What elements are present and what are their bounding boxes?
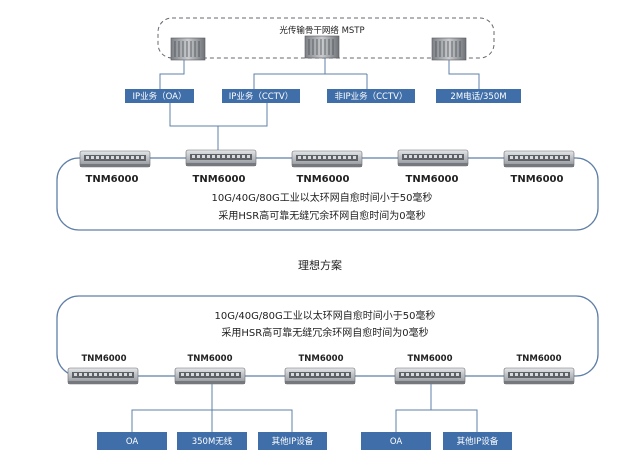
bottom-device-label-2: TNM6000 bbox=[187, 354, 232, 364]
top-ring-text-1: 10G/40G/80G工业以太环网自愈时间小于50毫秒 bbox=[212, 191, 433, 204]
diagram-caption: 理想方案 bbox=[298, 258, 342, 272]
endpoint-box-5-label: 其他IP设备 bbox=[457, 436, 499, 447]
bottom-switch-1 bbox=[67, 367, 139, 385]
endpoint-box-3-label: 其他IP设备 bbox=[272, 436, 314, 447]
endpoint-box-2: 350M无线 bbox=[177, 432, 247, 450]
service-box-1-label: IP业务（OA） bbox=[133, 91, 187, 102]
top-switch-4 bbox=[397, 149, 469, 167]
top-switch-3 bbox=[291, 150, 363, 168]
top-device-label-5: TNM6000 bbox=[511, 174, 564, 185]
bottom-switch-3 bbox=[284, 367, 356, 385]
service-box-1: IP业务（OA） bbox=[125, 89, 194, 103]
service-box-3: 非IP业务（CCTV） bbox=[327, 89, 415, 103]
top-ring-text-2: 采用HSR高可靠无缝冗余环网自愈时间为0毫秒 bbox=[218, 209, 425, 222]
endpoint-links bbox=[131, 384, 478, 432]
bottom-switch-4 bbox=[394, 367, 466, 385]
bottom-device-label-3: TNM6000 bbox=[298, 354, 343, 364]
service-box-3-label: 非IP业务（CCTV） bbox=[334, 91, 407, 102]
backbone-rack-1 bbox=[170, 37, 206, 61]
backbone-cloud bbox=[157, 17, 495, 59]
bottom-device-label-4: TNM6000 bbox=[407, 354, 452, 364]
endpoint-box-4: OA bbox=[361, 432, 431, 450]
service-links bbox=[169, 103, 268, 152]
top-switch-1 bbox=[79, 150, 151, 168]
top-device-label-1: TNM6000 bbox=[86, 174, 139, 185]
bottom-ring-text-2: 采用HSR高可靠无缝冗余环网自愈时间为0毫秒 bbox=[221, 326, 428, 339]
bottom-switch-5 bbox=[503, 367, 575, 385]
top-device-label-4: TNM6000 bbox=[406, 174, 459, 185]
backbone-rack-3 bbox=[431, 37, 467, 61]
endpoint-box-5: 其他IP设备 bbox=[443, 432, 512, 450]
bottom-device-label-5: TNM6000 bbox=[516, 354, 561, 364]
bottom-switch-2 bbox=[174, 367, 246, 385]
bottom-device-label-1: TNM6000 bbox=[81, 354, 126, 364]
endpoint-box-1: OA bbox=[97, 432, 167, 450]
top-switch-5 bbox=[503, 150, 575, 168]
service-box-4-label: 2M电话/350M bbox=[450, 91, 506, 102]
bottom-ring-text-1: 10G/40G/80G工业以太环网自愈时间小于50毫秒 bbox=[215, 309, 436, 322]
top-device-label-2: TNM6000 bbox=[193, 174, 246, 185]
service-box-2: IP业务（CCTV） bbox=[222, 89, 300, 103]
endpoint-box-1-label: OA bbox=[126, 437, 139, 447]
endpoint-box-3: 其他IP设备 bbox=[258, 432, 327, 450]
top-switch-2 bbox=[185, 149, 257, 167]
top-device-label-3: TNM6000 bbox=[297, 174, 350, 185]
service-box-2-label: IP业务（CCTV） bbox=[229, 91, 294, 102]
service-box-4: 2M电话/350M bbox=[436, 89, 521, 103]
backbone-rack-2 bbox=[304, 35, 340, 59]
endpoint-box-2-label: 350M无线 bbox=[192, 436, 233, 447]
endpoint-box-4-label: OA bbox=[390, 437, 403, 447]
backbone-links bbox=[159, 58, 480, 89]
backbone-label: 光传输骨干网络 MSTP bbox=[279, 25, 364, 36]
